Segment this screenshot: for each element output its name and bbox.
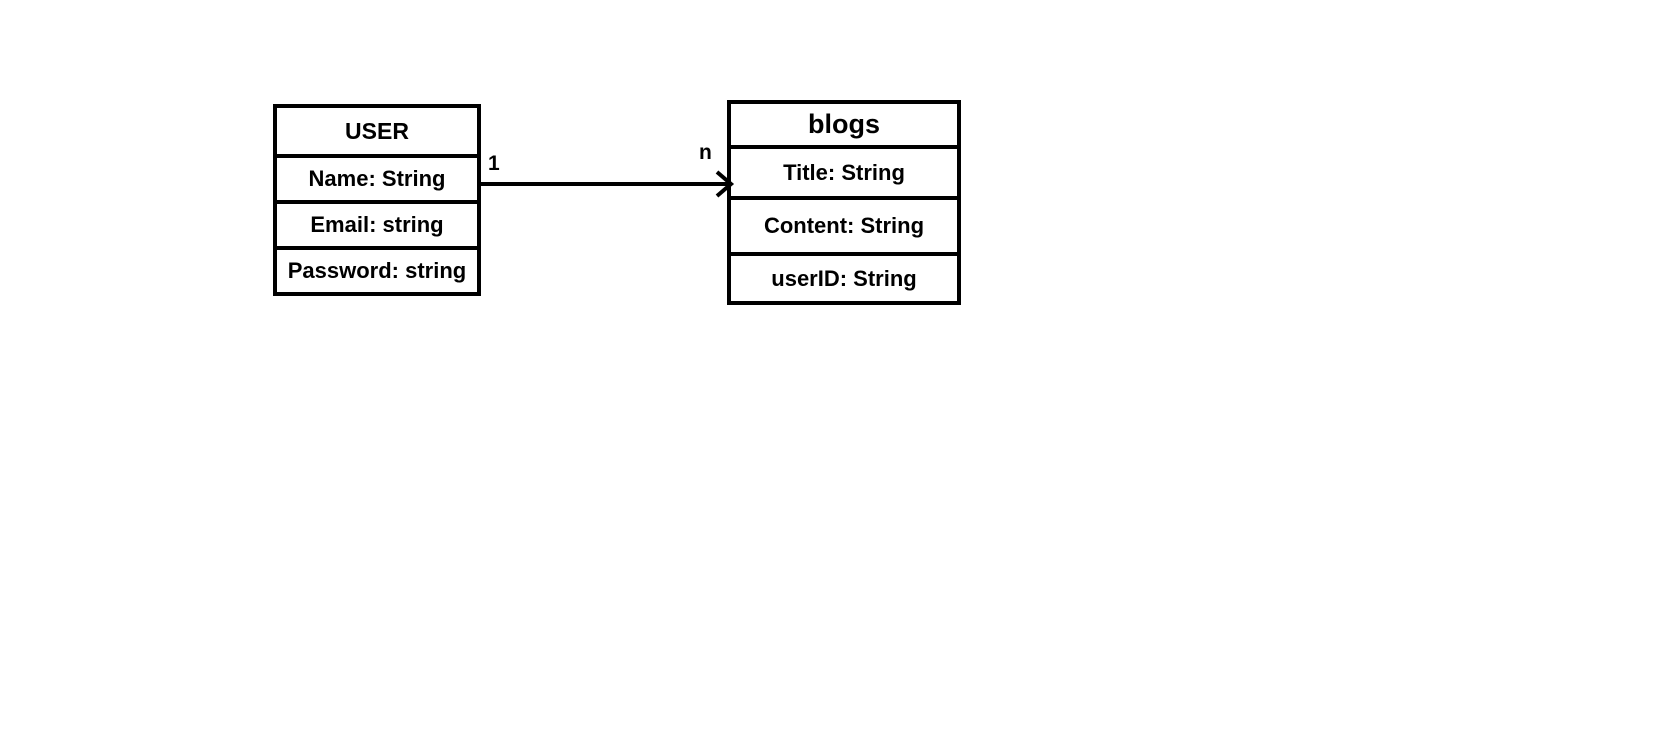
blogs-field-title: Title: String: [731, 149, 957, 200]
user-field-name: Name: String: [277, 158, 477, 204]
blogs-field-userid: userID: String: [771, 265, 917, 291]
user-entity-title: USER: [277, 108, 477, 158]
user-field-email: Email: string: [277, 204, 477, 250]
multiplicity-one-label: 1: [488, 152, 500, 175]
user-field-password: Password: string: [287, 258, 467, 283]
user-entity: USER Name: String Email: string Password…: [273, 104, 481, 296]
blogs-entity-title: blogs: [731, 104, 957, 149]
blogs-entity: blogs Title: String Content: String user…: [727, 100, 961, 305]
arrowhead-icon: [715, 170, 735, 198]
blogs-field-content: Content: String: [731, 200, 957, 256]
multiplicity-many-label: n: [699, 141, 712, 164]
